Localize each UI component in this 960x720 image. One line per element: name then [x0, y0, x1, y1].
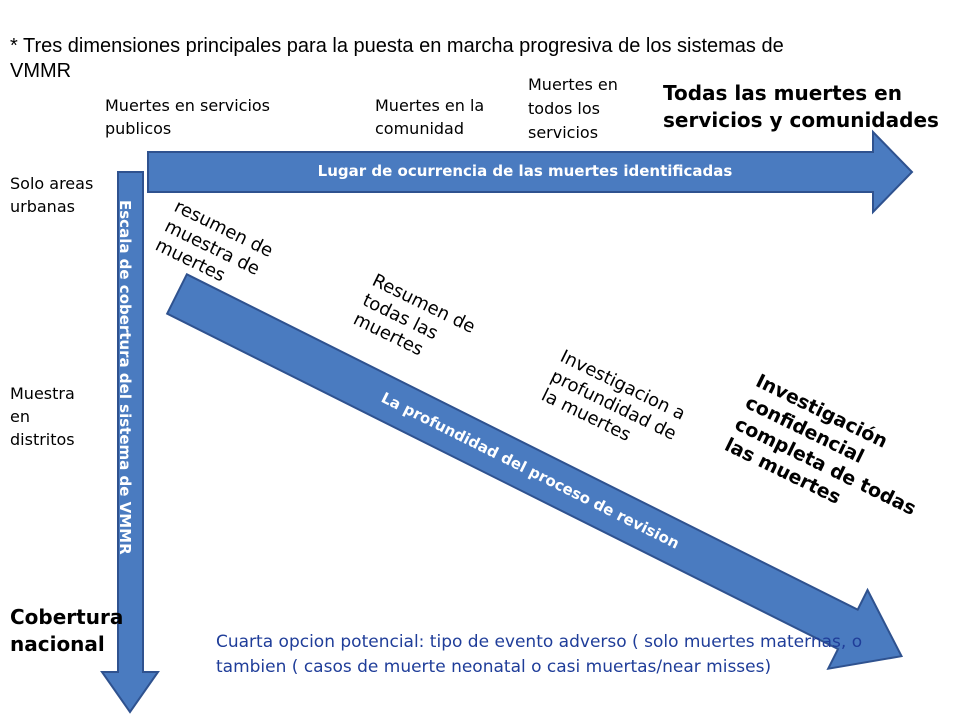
location-level-all-services: Muertes en todos los servicios — [528, 75, 618, 142]
location-level-community: Muertes en la comunidad — [375, 96, 485, 139]
diagonal-arrow — [165, 272, 904, 671]
fourth-option-note: Cuarta opcion potencial: tipo de evento … — [216, 632, 863, 677]
coverage-level-national: Cobertura nacional — [10, 605, 124, 656]
location-level-all-deaths: Todas las muertes en servicios y comunid… — [663, 81, 939, 132]
coverage-level-urban: Solo areas urbanas — [10, 174, 94, 217]
slide-title: * Tres dimensiones principales para la p… — [10, 35, 784, 82]
coverage-level-district-sample: Muestra en distritos — [10, 384, 75, 450]
horizontal-axis-label: Lugar de ocurrencia de las muertes ident… — [318, 162, 733, 180]
horizontal-arrow — [147, 129, 914, 215]
vertical-axis-label: Escala de cobertura del sistema de VMMR — [116, 200, 134, 555]
location-level-public-services: Muertes en servicios publicos — [105, 96, 271, 139]
vertical-arrow — [100, 171, 160, 714]
